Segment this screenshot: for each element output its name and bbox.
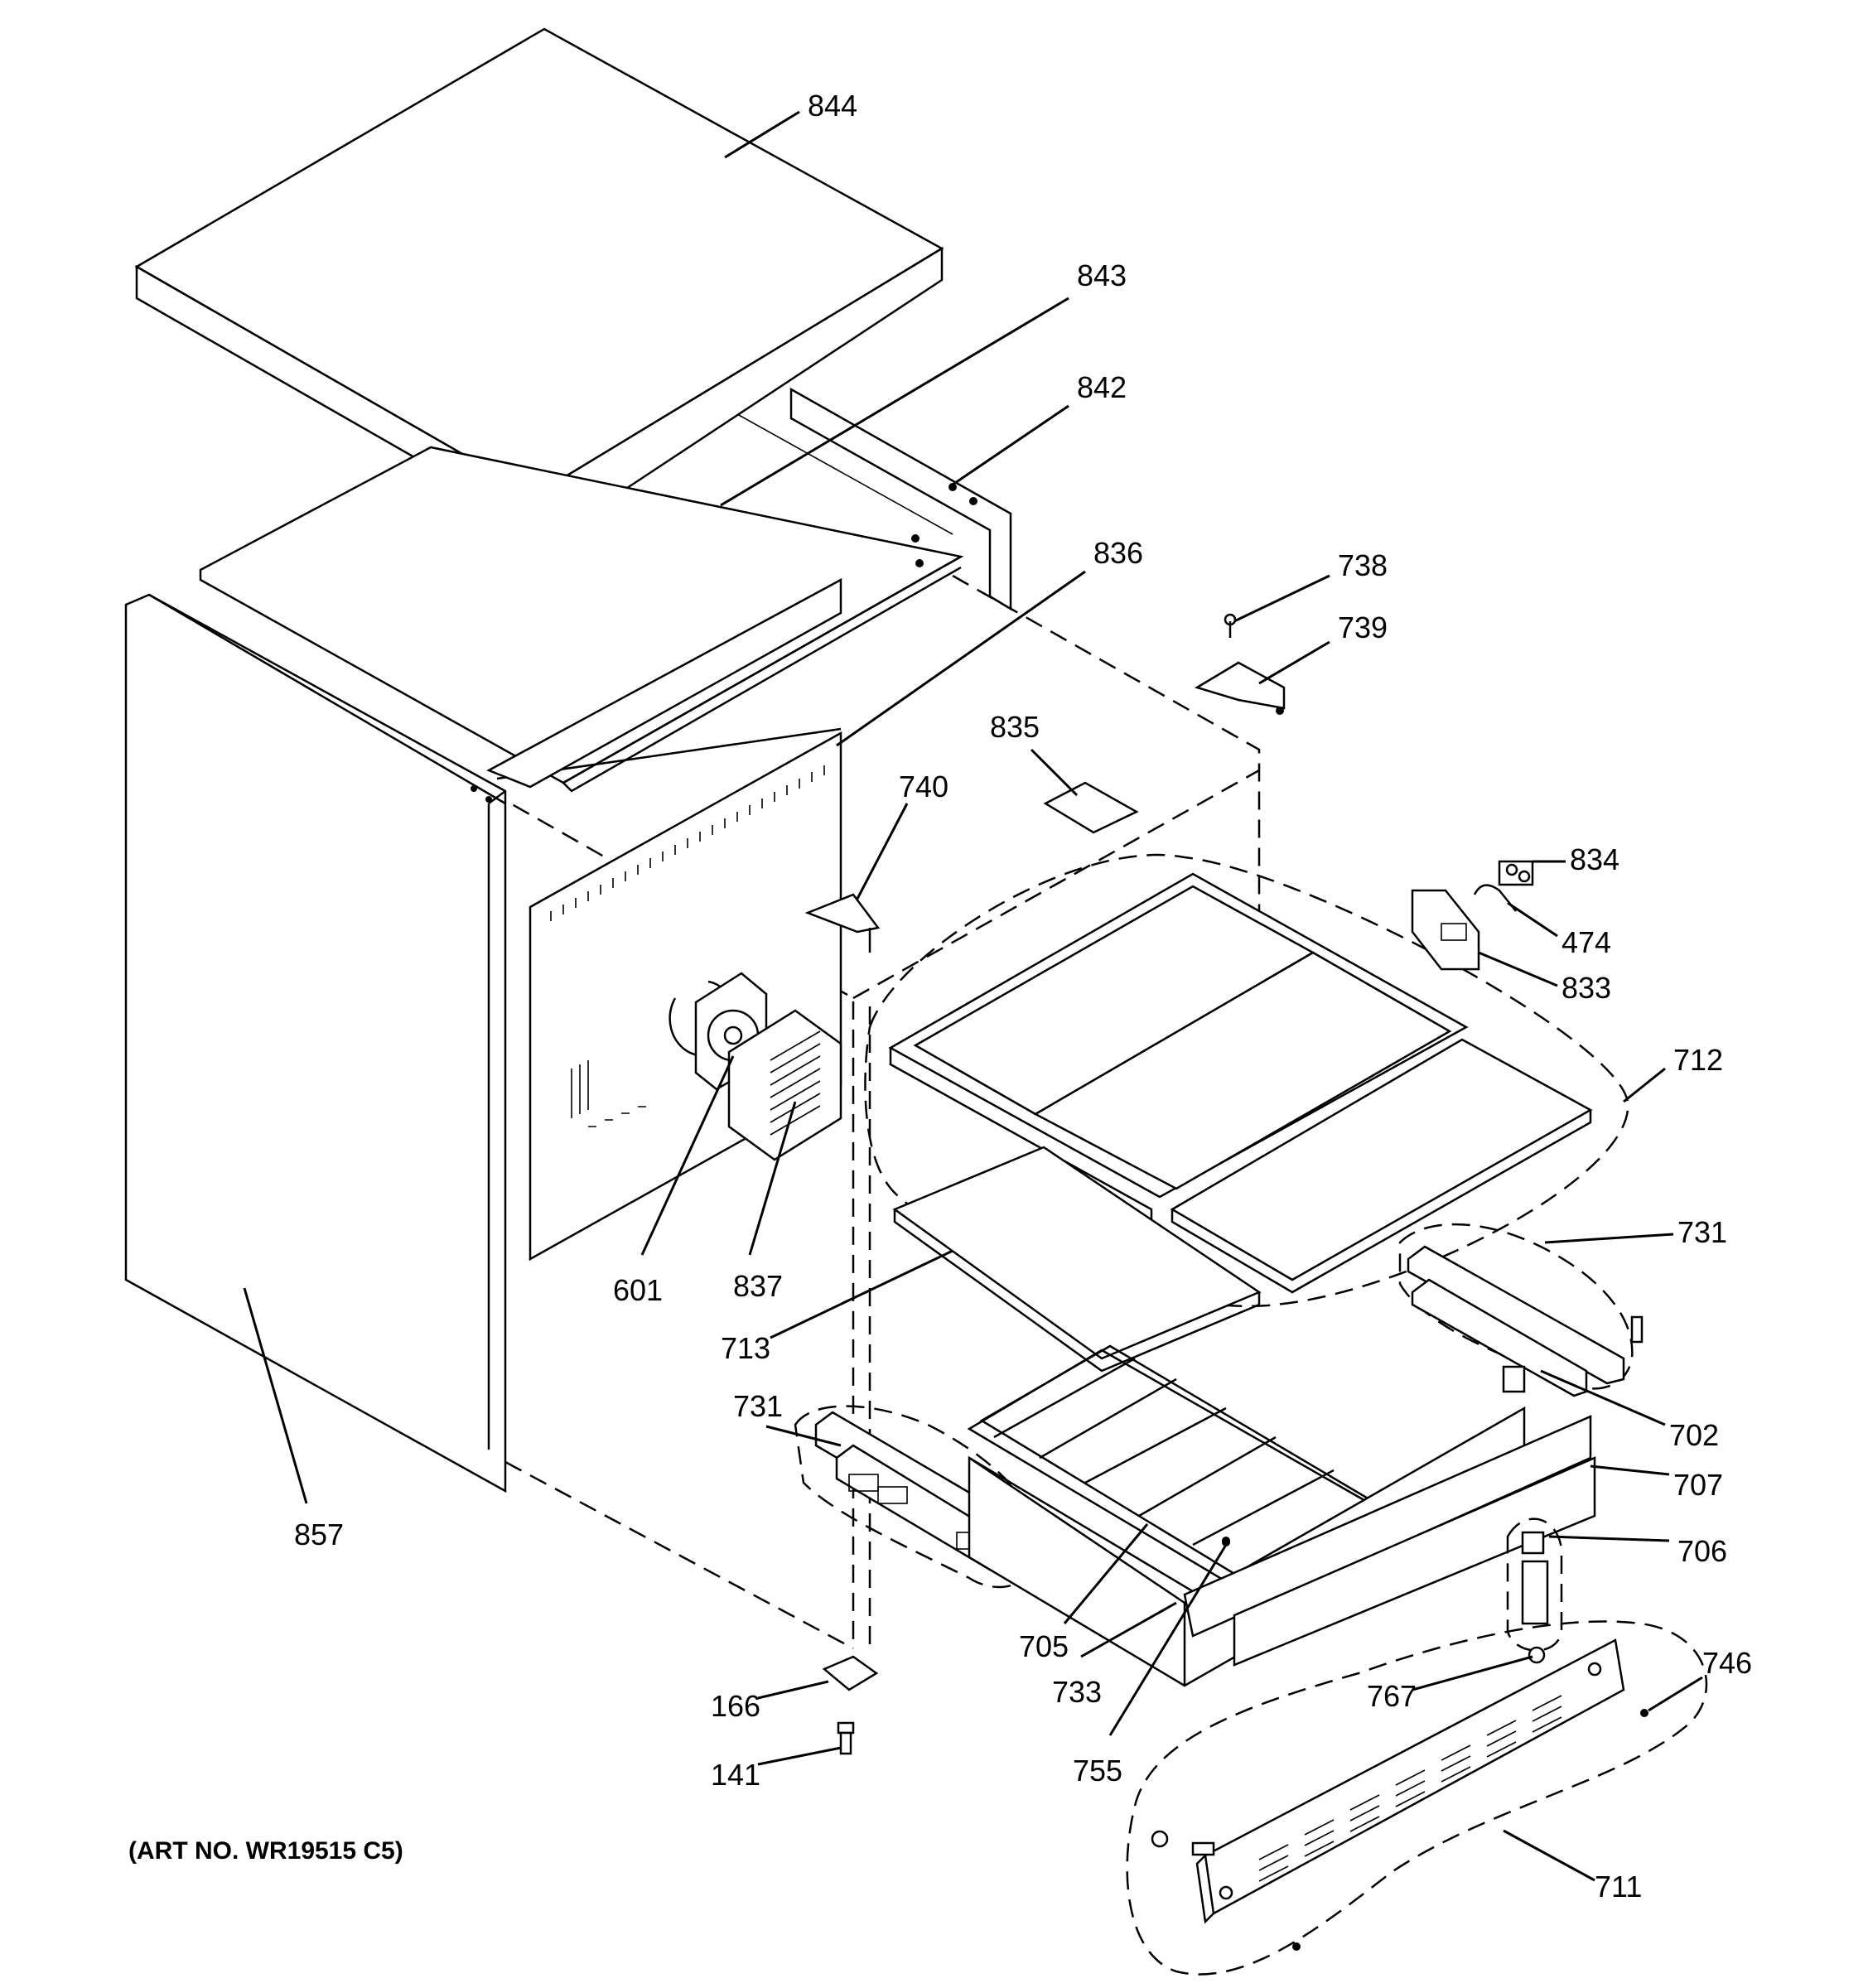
part-857-side-panel [124,593,507,1493]
label-601: 601 [613,1273,663,1307]
leader-lines [243,110,1703,1882]
label-740: 740 [899,770,948,803]
label-702: 702 [1669,1418,1719,1452]
part-842-rail [736,387,1012,611]
part-833-control [1411,889,1480,971]
part-767-nut [1528,1646,1546,1664]
label-733: 733 [1052,1675,1102,1709]
label-844: 844 [808,89,857,123]
part-834-switch [1498,860,1534,886]
part-labels: 844 843 842 836 738 739 835 740 834 474 … [294,89,1752,1904]
label-731-left: 731 [733,1389,783,1423]
label-738: 738 [1338,548,1388,582]
label-711: 711 [1595,1870,1642,1904]
label-767: 767 [1367,1679,1417,1713]
part-712-glass-shelf [864,853,1629,1308]
part-141-leveling-leg [837,1721,855,1755]
art-number: (ART NO. WR19515 C5) [128,1837,403,1865]
part-738-screw [1224,613,1237,638]
label-834: 834 [1570,842,1619,876]
part-739-bracket [1194,661,1286,715]
label-713: 713 [721,1331,770,1365]
label-705: 705 [1019,1629,1069,1663]
rear-vent-slots [550,765,825,1127]
part-711-kick-plate [1126,1620,1708,1976]
part-474-wire [1473,884,1517,912]
label-706: 706 [1677,1534,1727,1568]
part-706-hinge [1506,1518,1563,1652]
part-746-screw [1640,1709,1648,1717]
part-740-bracket [804,893,881,953]
label-842: 842 [1077,370,1127,404]
part-713-glass-plate [892,1146,1262,1373]
part-702-clip [1502,1365,1526,1393]
screw-bottom [1292,1942,1301,1951]
part-755-screw [1222,1538,1230,1546]
label-141: 141 [711,1758,760,1792]
label-835: 835 [990,710,1040,744]
label-755: 755 [1073,1754,1122,1788]
label-731-right: 731 [1677,1215,1727,1249]
part-837-duct [727,1009,842,1161]
label-833: 833 [1561,971,1611,1005]
label-712: 712 [1673,1043,1723,1077]
part-166-foot-bracket [822,1655,879,1691]
label-746: 746 [1702,1646,1752,1680]
label-739: 739 [1338,610,1388,644]
label-836: 836 [1093,536,1143,570]
kick-plate-vents [1258,1695,1562,1882]
art-number-caption: (ART NO. WR19515 C5) [128,1837,476,1879]
label-857: 857 [294,1518,344,1551]
label-474: 474 [1561,925,1611,959]
part-731-right-rails [1398,1223,1644,1397]
label-166: 166 [711,1689,760,1723]
part-707-drawer-front [1183,1415,1596,1667]
label-843: 843 [1077,258,1127,292]
label-707: 707 [1673,1468,1723,1502]
label-837: 837 [733,1269,783,1303]
part-835-bracket [1043,781,1139,834]
